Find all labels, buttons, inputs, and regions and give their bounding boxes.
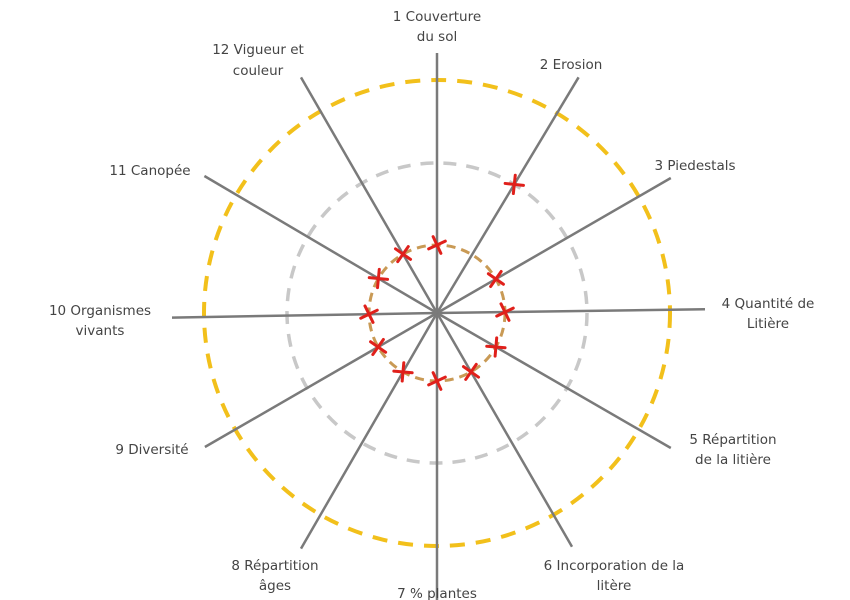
score-marker-1	[427, 235, 447, 255]
axis-line-3	[436, 176, 672, 315]
axis-line-11	[203, 174, 438, 315]
axis-label-line: 11 Canopée	[109, 163, 190, 179]
axis-label-line: du sol	[417, 29, 457, 45]
axis-label-5: 5 Répartition de la litière	[689, 432, 776, 468]
axis-label-11: 11 Canopée	[109, 163, 190, 179]
axis-label-line: 7 % plantes	[397, 586, 477, 600]
axis-label-line: de la litière	[695, 452, 771, 468]
axis-line-9	[204, 311, 438, 449]
axis-label-line: vivants	[76, 323, 125, 339]
score-marker-10	[359, 304, 379, 324]
score-marker-5	[485, 336, 507, 358]
axis-label-line: 4 Quantité de	[722, 296, 815, 312]
axis-label-2: 2 Erosion	[540, 57, 603, 73]
axis-label-line: 8 Répartition	[231, 558, 318, 574]
score-marker-8	[392, 361, 414, 383]
axis-label-8: 8 Répartition âges	[231, 558, 318, 594]
axis-line-4	[436, 308, 706, 315]
score-marker-6	[461, 362, 481, 381]
axis-label-3: 3 Piedestals	[654, 158, 735, 174]
axis-label-1: 1 Couverture du sol	[393, 9, 481, 45]
axis-label-line: 1 Couverture	[393, 9, 481, 25]
axis-line-12	[299, 76, 439, 314]
score-marker-12	[393, 245, 413, 264]
axis-label-line: 5 Répartition	[689, 432, 776, 448]
score-marker-3	[486, 269, 505, 289]
score-marker-4	[495, 302, 515, 322]
axes-group	[171, 53, 706, 600]
axis-label-12: 12 Vigueur et couleur	[212, 42, 304, 79]
axis-label-9: 9 Diversité	[115, 442, 188, 458]
axis-label-line: âges	[259, 578, 291, 594]
score-marker-11	[367, 267, 390, 290]
axis-line-8	[299, 312, 439, 550]
score-marker-7	[427, 371, 447, 391]
axis-line-10	[171, 311, 438, 319]
axis-label-10: 10 Organismes vivants	[49, 303, 151, 339]
axis-label-line: 2 Erosion	[540, 57, 603, 73]
axis-line-6	[435, 312, 574, 548]
score-markers-group	[359, 173, 525, 391]
axis-label-line: couleur	[233, 63, 284, 79]
axis-label-line: 6 Incorporation de la	[544, 558, 685, 574]
axis-label-line: 12 Vigueur et	[212, 42, 304, 58]
axis-label-line: 9 Diversité	[115, 442, 188, 458]
axis-label-6: 6 Incorporation de la litère	[544, 558, 685, 594]
score-marker-9	[369, 337, 388, 357]
score-marker-2	[503, 173, 525, 196]
axis-label-line: Litière	[747, 316, 789, 332]
axis-label-7: 7 % plantes	[397, 586, 477, 600]
axis-label-line: 10 Organismes	[49, 303, 151, 319]
axis-line-2	[435, 76, 580, 314]
axis-labels-group: 1 Couverture du sol 2 Erosion 3 Piedestals 4…	[49, 9, 814, 600]
axis-label-line: 3 Piedestals	[654, 158, 735, 174]
axis-label-4: 4 Quantité de Litière	[722, 296, 815, 332]
axis-label-line: litère	[597, 578, 632, 594]
axis-line-5	[436, 311, 672, 450]
